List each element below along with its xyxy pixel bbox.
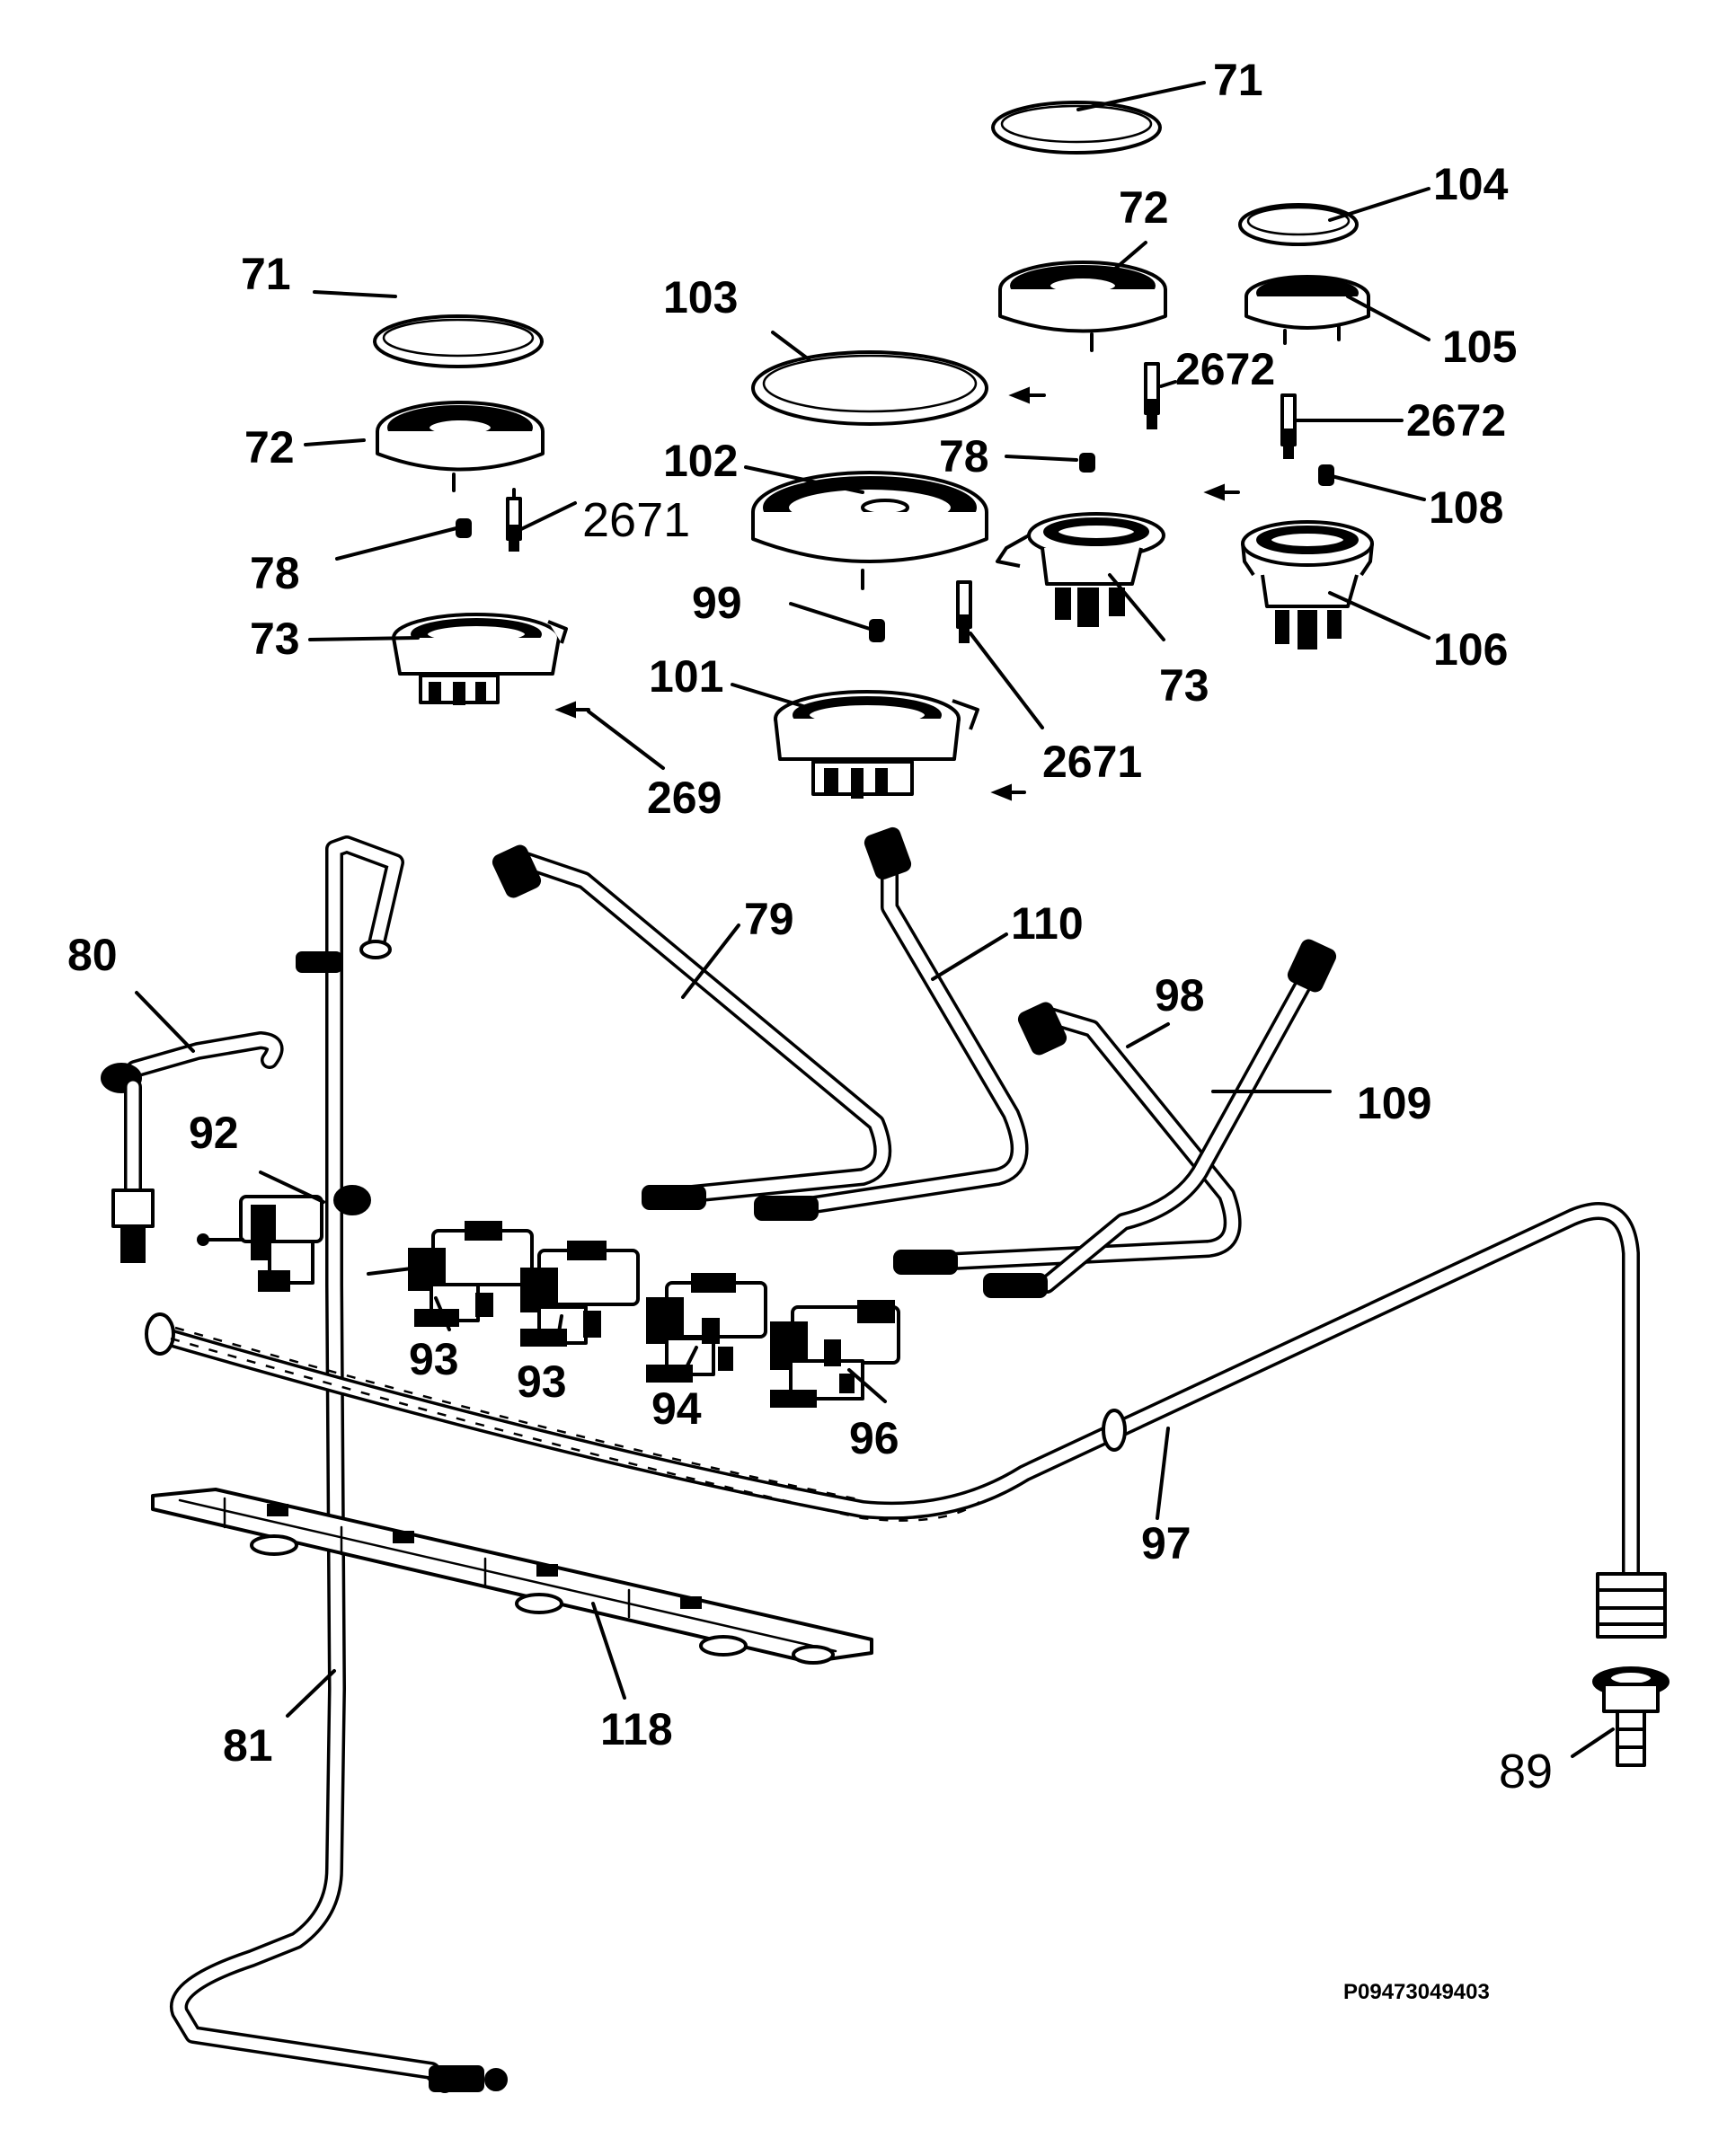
burner-crown-72-left <box>376 401 545 492</box>
label-98: 98 <box>1155 970 1205 1021</box>
injector-99 <box>869 619 885 642</box>
label-101: 101 <box>649 651 723 702</box>
label-2671-upper: 2671 <box>582 493 690 547</box>
gas-pipe-80 <box>101 1031 284 1263</box>
label-72-right: 72 <box>1119 182 1169 233</box>
valve-94 <box>646 1273 767 1383</box>
burner-crown-72-right <box>998 261 1167 352</box>
label-2672-upper: 2672 <box>1175 344 1275 394</box>
leader-lines <box>135 81 1615 1758</box>
label-108: 108 <box>1429 482 1503 533</box>
mounting-bracket-118 <box>151 1488 873 1665</box>
label-71-left: 71 <box>241 249 291 299</box>
screw-78-left <box>456 518 472 538</box>
label-89: 89 <box>1499 1745 1553 1798</box>
burner-body-106 <box>1241 520 1374 649</box>
electrode-2672-lower <box>1280 393 1297 459</box>
label-73-right: 73 <box>1159 660 1209 711</box>
label-81: 81 <box>223 1720 273 1771</box>
gas-pipe-110 <box>754 826 1029 1221</box>
label-78-right: 78 <box>939 431 989 482</box>
label-104: 104 <box>1433 159 1509 209</box>
burner-crown-105 <box>1244 275 1370 345</box>
label-94: 94 <box>651 1383 702 1434</box>
hose-fitting-89 <box>1592 1666 1670 1767</box>
electrode-2672-upper <box>1144 362 1160 429</box>
label-269: 269 <box>647 773 722 823</box>
label-93-right: 93 <box>517 1356 567 1407</box>
gas-pipe-98 <box>893 1002 1242 1275</box>
dashed-guide-lines <box>170 1326 980 1522</box>
gas-pipe-79 <box>492 844 892 1210</box>
burner-cap-71-left <box>373 314 544 368</box>
electrode-2671-middle <box>956 580 972 643</box>
label-79: 79 <box>744 894 794 944</box>
burner-cap-103 <box>751 350 988 426</box>
label-109: 109 <box>1357 1078 1431 1128</box>
burner-body-73-left <box>392 613 568 705</box>
label-102: 102 <box>663 436 738 486</box>
label-72-left: 72 <box>244 422 295 473</box>
clip-screws <box>554 386 1240 801</box>
burner-cap-104 <box>1238 203 1359 246</box>
label-97: 97 <box>1141 1518 1191 1568</box>
label-2672-lower: 2672 <box>1406 395 1506 446</box>
label-73-left: 73 <box>250 614 300 664</box>
label-99: 99 <box>692 578 742 628</box>
burner-body-101 <box>774 690 979 799</box>
label-103: 103 <box>663 272 738 323</box>
burner-crown-102 <box>751 471 988 590</box>
label-118: 118 <box>600 1704 673 1754</box>
label-105: 105 <box>1442 322 1517 372</box>
burner-cap-71-right <box>991 101 1162 155</box>
valve-93-left <box>367 1221 534 1327</box>
label-92: 92 <box>189 1108 239 1158</box>
label-71-right: 71 <box>1213 55 1263 105</box>
label-93-left: 93 <box>409 1334 459 1384</box>
part-labels: 71 104 72 105 71 72 103 102 2672 2672 78… <box>67 55 1553 2004</box>
gas-pipe-81 <box>170 835 508 2093</box>
valve-93-right <box>520 1241 640 1347</box>
drawing-code: P09473049403 <box>1343 1980 1490 2004</box>
screw-78-right <box>1079 453 1095 473</box>
gas-pipe-97 <box>145 1202 1667 1639</box>
label-78-left: 78 <box>250 548 300 598</box>
label-96: 96 <box>849 1413 899 1463</box>
valve-96 <box>770 1300 900 1408</box>
valve-92 <box>197 1185 371 1292</box>
label-106: 106 <box>1433 624 1508 675</box>
label-110: 110 <box>1011 898 1084 949</box>
gas-pipe-109 <box>983 939 1337 1298</box>
burner-body-73-right <box>996 512 1165 627</box>
electrode-2671-left <box>506 488 522 552</box>
label-80: 80 <box>67 930 118 980</box>
label-2671-lower: 2671 <box>1042 737 1142 787</box>
